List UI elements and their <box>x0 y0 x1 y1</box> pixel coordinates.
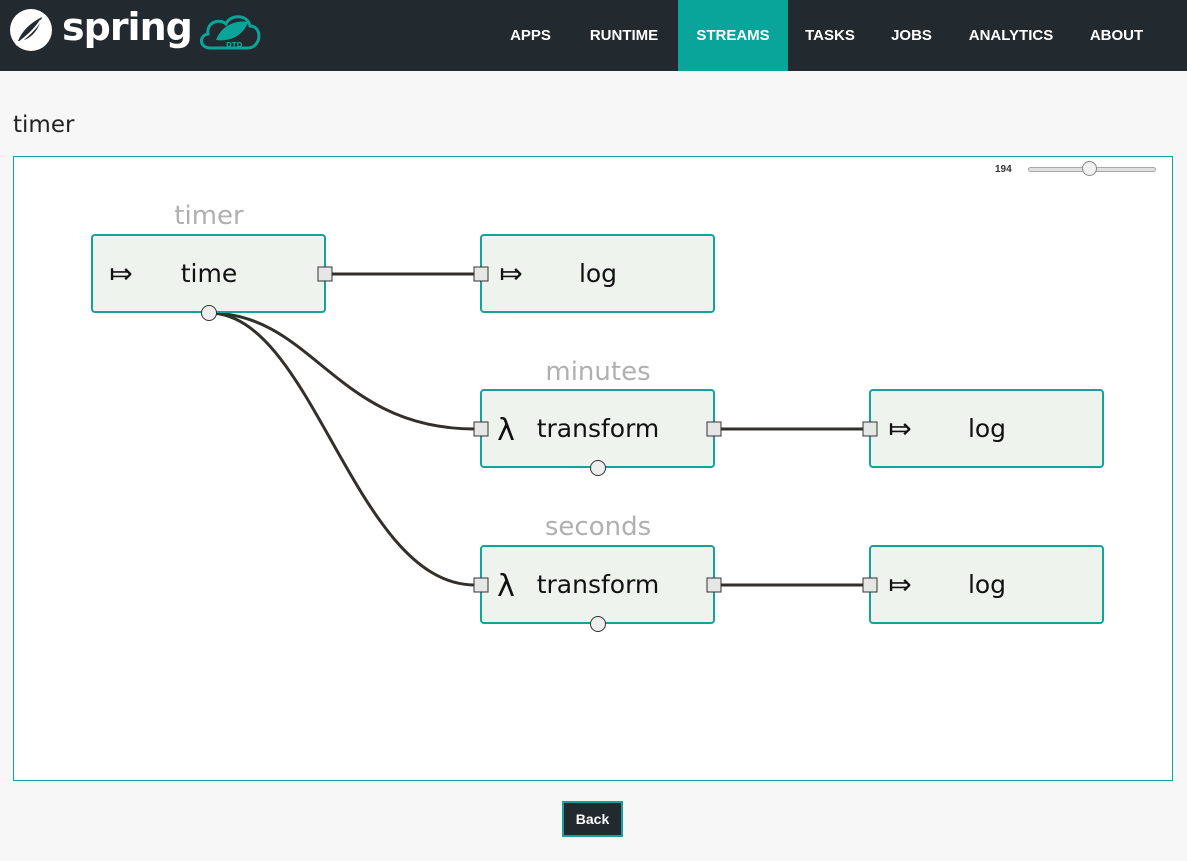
node-transform-seconds[interactable]: λ transform <box>473 545 722 632</box>
nav-runtime[interactable]: RUNTIME <box>589 27 659 44</box>
node-label: log <box>579 259 617 288</box>
link-time-transform-minutes[interactable] <box>208 311 476 431</box>
lambda-icon: λ <box>497 413 515 448</box>
output-port[interactable] <box>706 421 722 437</box>
input-port[interactable] <box>473 421 489 437</box>
input-port[interactable] <box>473 577 489 593</box>
node-log-3[interactable]: ⤇ log <box>862 545 1104 624</box>
node-transform-minutes[interactable]: λ transform <box>473 389 722 476</box>
stream-label-seconds: seconds <box>545 512 651 542</box>
input-port[interactable] <box>862 421 878 437</box>
sink-arrow-icon: ⤇ <box>499 257 522 290</box>
node-log-1[interactable]: ⤇ log <box>473 234 715 313</box>
stream-graph-panel: timer minutes seconds ⤇ time ⤇ log λ tra… <box>13 156 1173 781</box>
dataflow-cloud-icon: DTD <box>199 15 261 50</box>
brand-sub-text: DTD <box>226 41 243 49</box>
input-port[interactable] <box>473 266 489 282</box>
stream-label-timer: timer <box>174 201 244 231</box>
node-label: log <box>968 570 1006 599</box>
link-time-transform-seconds[interactable] <box>208 311 476 587</box>
spring-leaf-icon <box>10 9 52 51</box>
nav-tasks[interactable]: TASKS <box>805 27 855 44</box>
zoom-value: 194 <box>995 164 1012 175</box>
page-title: timer <box>13 112 75 138</box>
back-button[interactable]: Back <box>562 801 623 837</box>
node-label: time <box>181 259 237 288</box>
source-arrow-icon: ⤇ <box>109 257 132 290</box>
nav-apps[interactable]: APPS <box>510 27 551 44</box>
node-label: transform <box>537 414 660 443</box>
tap-port[interactable] <box>201 305 217 321</box>
stream-graph-canvas: timer minutes seconds ⤇ time ⤇ log λ tra… <box>91 201 1104 632</box>
top-navbar: spring DTD APPS RUNTIME STREAMS TASKS JO… <box>0 0 1187 71</box>
nav-jobs[interactable]: JOBS <box>891 27 932 44</box>
input-port[interactable] <box>862 577 878 593</box>
lambda-icon: λ <box>497 569 515 604</box>
tap-port[interactable] <box>590 616 606 632</box>
sink-arrow-icon: ⤇ <box>888 412 911 445</box>
nav-streams[interactable]: STREAMS <box>678 0 788 71</box>
node-label: transform <box>537 570 660 599</box>
node-log-2[interactable]: ⤇ log <box>862 389 1104 468</box>
node-label: log <box>968 414 1006 443</box>
node-time[interactable]: ⤇ time <box>91 234 333 321</box>
zoom-slider-thumb[interactable] <box>1082 161 1098 176</box>
tap-port[interactable] <box>590 460 606 476</box>
output-port[interactable] <box>317 266 333 282</box>
nav-analytics[interactable]: ANALYTICS <box>968 27 1054 44</box>
output-port[interactable] <box>706 577 722 593</box>
stream-label-minutes: minutes <box>545 357 650 387</box>
sink-arrow-icon: ⤇ <box>888 568 911 601</box>
nav-about[interactable]: ABOUT <box>1089 27 1144 44</box>
spring-logo[interactable]: spring DTD <box>8 5 262 54</box>
brand-text: spring <box>62 5 193 49</box>
